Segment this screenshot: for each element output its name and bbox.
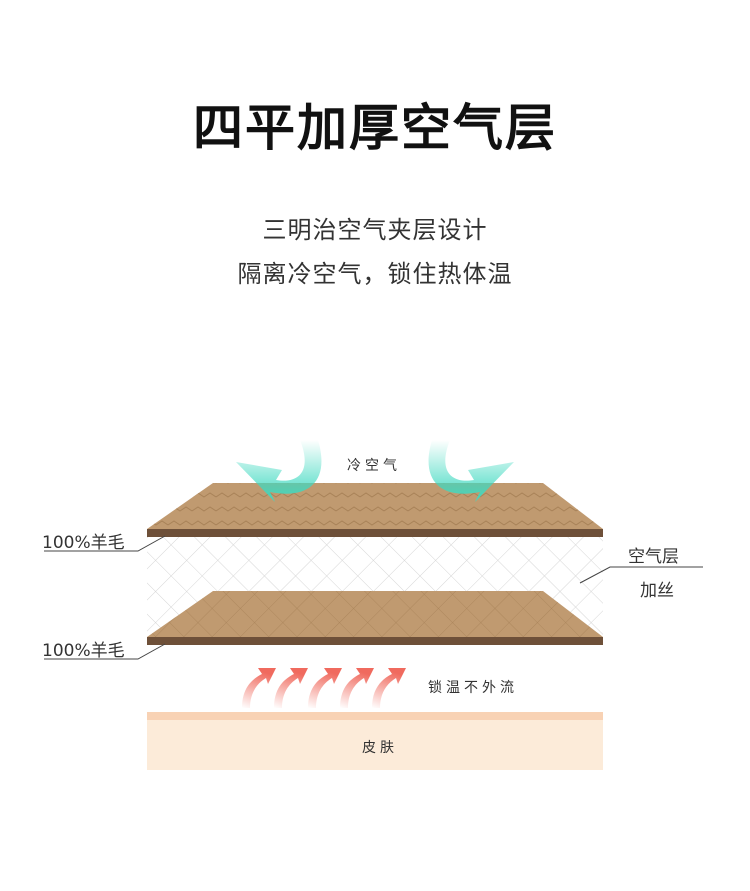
leader-line-bottom-wool [44, 643, 166, 660]
bottom-wool-plate [147, 591, 603, 645]
cold-air-arrow-right-icon [428, 440, 514, 502]
cold-air-arrow-left-icon [236, 440, 322, 502]
subtitle-line-2: 隔离冷空气，锁住热体温 [237, 260, 513, 288]
skin-label: 皮肤 [362, 740, 398, 756]
subtitle-line-1: 三明治空气夹层设计 [262, 216, 488, 244]
leader-line-top-wool [44, 535, 166, 552]
top-wool-label: 100%羊毛 [42, 533, 125, 553]
heat-arrows-icon [242, 668, 406, 708]
top-wool-plate [147, 483, 603, 537]
skin-layer [147, 712, 603, 770]
cold-air-label: 冷空气 [347, 458, 401, 474]
air-layer-label: 空气层 [628, 547, 679, 567]
page-title: 四平加厚空气层 [193, 99, 557, 157]
skin-stripe [147, 712, 603, 720]
bottom-wool-label: 100%羊毛 [42, 641, 125, 661]
leader-line-air-layer [579, 566, 703, 584]
heat-lock-label: 锁温不外流 [428, 680, 518, 696]
air-layer-sublabel: 加丝 [640, 581, 674, 601]
